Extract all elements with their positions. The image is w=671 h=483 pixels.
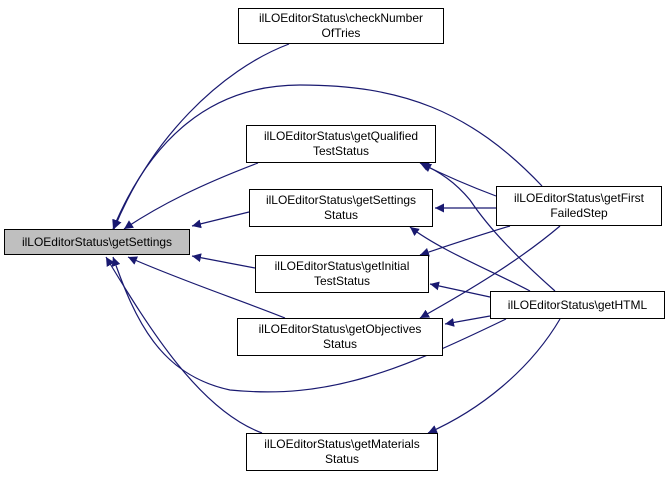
node-label-line: ilLOEditorStatus\getHTML bbox=[507, 297, 648, 312]
edge-checkNumberOfTries-to-getSettings bbox=[113, 43, 290, 230]
node-label-line: FailedStep bbox=[550, 206, 608, 220]
edge-getMaterialsStatus-to-getSettings bbox=[105, 256, 263, 434]
node-label-line: Status bbox=[323, 208, 359, 222]
edge-getHTML-to-getMaterialsStatus bbox=[427, 318, 561, 434]
edge-getFirstFailedStep-to-getObjectivesStatus bbox=[419, 225, 561, 319]
node-getSettingsStatus[interactable]: ilLOEditorStatus\getSettings Status bbox=[249, 189, 433, 227]
edge-getInitialTestStatus-to-getSettings bbox=[191, 253, 256, 269]
edge-getHTML-to-getSettingsStatus bbox=[409, 226, 531, 292]
node-label-line: ilLOEditorStatus\checkNumber bbox=[258, 11, 424, 25]
node-label-line: ilLOEditorStatus\getSettings bbox=[21, 234, 173, 249]
edge-getHTML-to-getQualifiedTestStatus bbox=[419, 162, 556, 292]
edge-getFirstFailedStep-to-getQualifiedTestStatus bbox=[421, 163, 497, 197]
node-label-line: OfTries bbox=[321, 26, 361, 40]
node-label-line: Status bbox=[322, 337, 358, 351]
edge-getFirstFailedStep-to-getInitialTestStatus bbox=[419, 225, 511, 257]
node-label-line: ilLOEditorStatus\getMaterials bbox=[264, 437, 420, 451]
node-checkNumberOfTries[interactable]: ilLOEditorStatus\checkNumber OfTries bbox=[238, 8, 444, 44]
node-label-line: TestStatus bbox=[313, 274, 371, 288]
node-getObjectivesStatus[interactable]: ilLOEditorStatus\getObjectives Status bbox=[237, 318, 443, 356]
edge-layer bbox=[105, 43, 561, 434]
node-getQualifiedTestStatus[interactable]: ilLOEditorStatus\getQualified TestStatus bbox=[246, 125, 436, 163]
node-label-line: TestStatus bbox=[312, 144, 370, 158]
edge-getHTML-to-getSettings bbox=[111, 256, 507, 393]
edge-getHTML-to-getInitialTestStatus bbox=[429, 281, 491, 298]
node-label-line: Status bbox=[324, 452, 360, 466]
node-label-line: ilLOEditorStatus\getQualified bbox=[263, 129, 419, 143]
node-getFirstFailedStep[interactable]: ilLOEditorStatus\getFirst FailedStep bbox=[496, 186, 662, 226]
edge-getQualifiedTestStatus-to-getSettings bbox=[123, 162, 259, 230]
edge-getFirstFailedStep-to-getSettings bbox=[112, 84, 543, 230]
node-getSettings[interactable]: ilLOEditorStatus\getSettings bbox=[4, 229, 190, 255]
edge-getHTML-to-getObjectivesStatus bbox=[444, 315, 491, 327]
edge-getObjectivesStatus-to-getSettings bbox=[127, 256, 286, 319]
edge-getSettingsStatus-to-getSettings bbox=[191, 211, 250, 229]
node-label-line: ilLOEditorStatus\getObjectives bbox=[258, 322, 422, 336]
node-getInitialTestStatus[interactable]: ilLOEditorStatus\getInitial TestStatus bbox=[255, 255, 429, 293]
node-getHTML[interactable]: ilLOEditorStatus\getHTML bbox=[490, 291, 665, 319]
node-getMaterialsStatus[interactable]: ilLOEditorStatus\getMaterials Status bbox=[246, 433, 438, 471]
node-label-line: ilLOEditorStatus\getFirst bbox=[513, 191, 645, 205]
node-label-line: ilLOEditorStatus\getSettings bbox=[265, 193, 417, 207]
node-label-line: ilLOEditorStatus\getInitial bbox=[274, 259, 410, 273]
